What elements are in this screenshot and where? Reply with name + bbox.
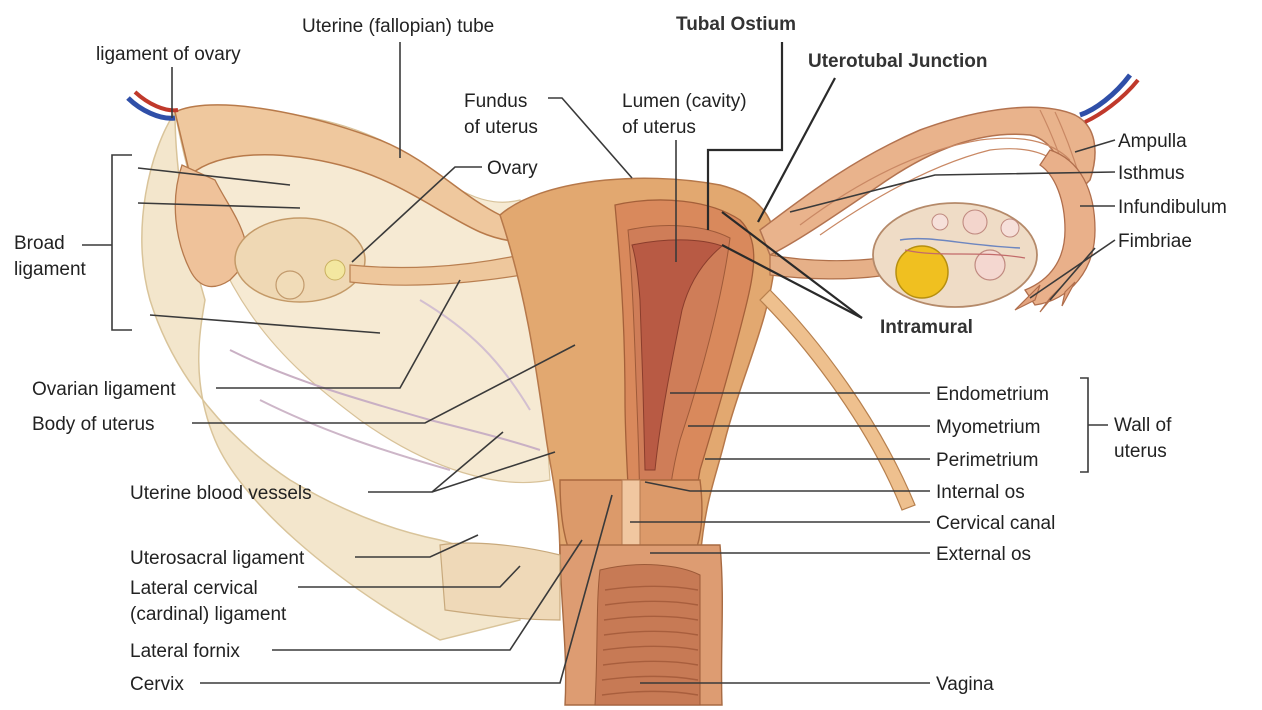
uterosacral-ligament-shape: [440, 543, 560, 620]
leader-fundus: [548, 98, 632, 178]
left-ovary-follicle: [325, 260, 345, 280]
label-fimbriae: Fimbriae: [1118, 231, 1192, 252]
label-lateral-fornix: Lateral fornix: [130, 641, 240, 662]
label-lumen-2: of uterus: [622, 117, 696, 138]
label-internal-os: Internal os: [936, 482, 1025, 503]
label-uterine-blood-vessels: Uterine blood vessels: [130, 483, 312, 504]
label-endometrium: Endometrium: [936, 384, 1049, 405]
label-body-of-uterus: Body of uterus: [32, 414, 155, 435]
label-cervix: Cervix: [130, 674, 184, 695]
label-uterosacral-ligament: Uterosacral ligament: [130, 548, 305, 569]
label-intramural: Intramural: [880, 317, 973, 338]
cervical-canal-shape: [622, 480, 640, 545]
label-broad-2: ligament: [14, 259, 87, 280]
ovarian-follicle: [932, 214, 948, 230]
label-wall-1: Wall of: [1114, 415, 1172, 436]
label-infundibulum: Infundibulum: [1118, 197, 1227, 218]
label-lateral-cervical-2: (cardinal) ligament: [130, 604, 287, 625]
label-ovary: Ovary: [487, 158, 538, 179]
right-ovarian-artery: [1085, 80, 1138, 122]
label-fundus-1: Fundus: [464, 91, 527, 112]
right-ovarian-ligament: [770, 255, 880, 279]
leader-broad-bracket: [112, 155, 132, 330]
label-perimetrium: Perimetrium: [936, 450, 1038, 471]
right-ovary: [873, 203, 1037, 307]
label-tubal-ostium: Tubal Ostium: [676, 14, 796, 35]
label-uterine-tube: Uterine (fallopian) tube: [302, 16, 494, 37]
label-ovarian-ligament: Ovarian ligament: [32, 379, 176, 400]
left-ovary-follicle: [276, 271, 304, 299]
label-ligament-of-ovary: ligament of ovary: [96, 44, 241, 65]
ovarian-follicle: [963, 210, 987, 234]
label-broad-1: Broad: [14, 233, 65, 254]
leader-wall-bracket: [1080, 378, 1088, 472]
label-lumen-1: Lumen (cavity): [622, 91, 747, 112]
label-fundus-2: of uterus: [464, 117, 538, 138]
label-vagina: Vagina: [936, 674, 994, 695]
label-external-os: External os: [936, 544, 1031, 565]
ovarian-follicle: [1001, 219, 1019, 237]
label-ampulla: Ampulla: [1118, 131, 1187, 152]
label-myometrium: Myometrium: [936, 417, 1041, 438]
label-lateral-cervical-1: Lateral cervical: [130, 578, 258, 599]
label-uterotubal-junction: Uterotubal Junction: [808, 51, 987, 72]
label-cervical-canal: Cervical canal: [936, 513, 1055, 534]
label-wall-2: uterus: [1114, 441, 1167, 462]
label-isthmus: Isthmus: [1118, 163, 1185, 184]
